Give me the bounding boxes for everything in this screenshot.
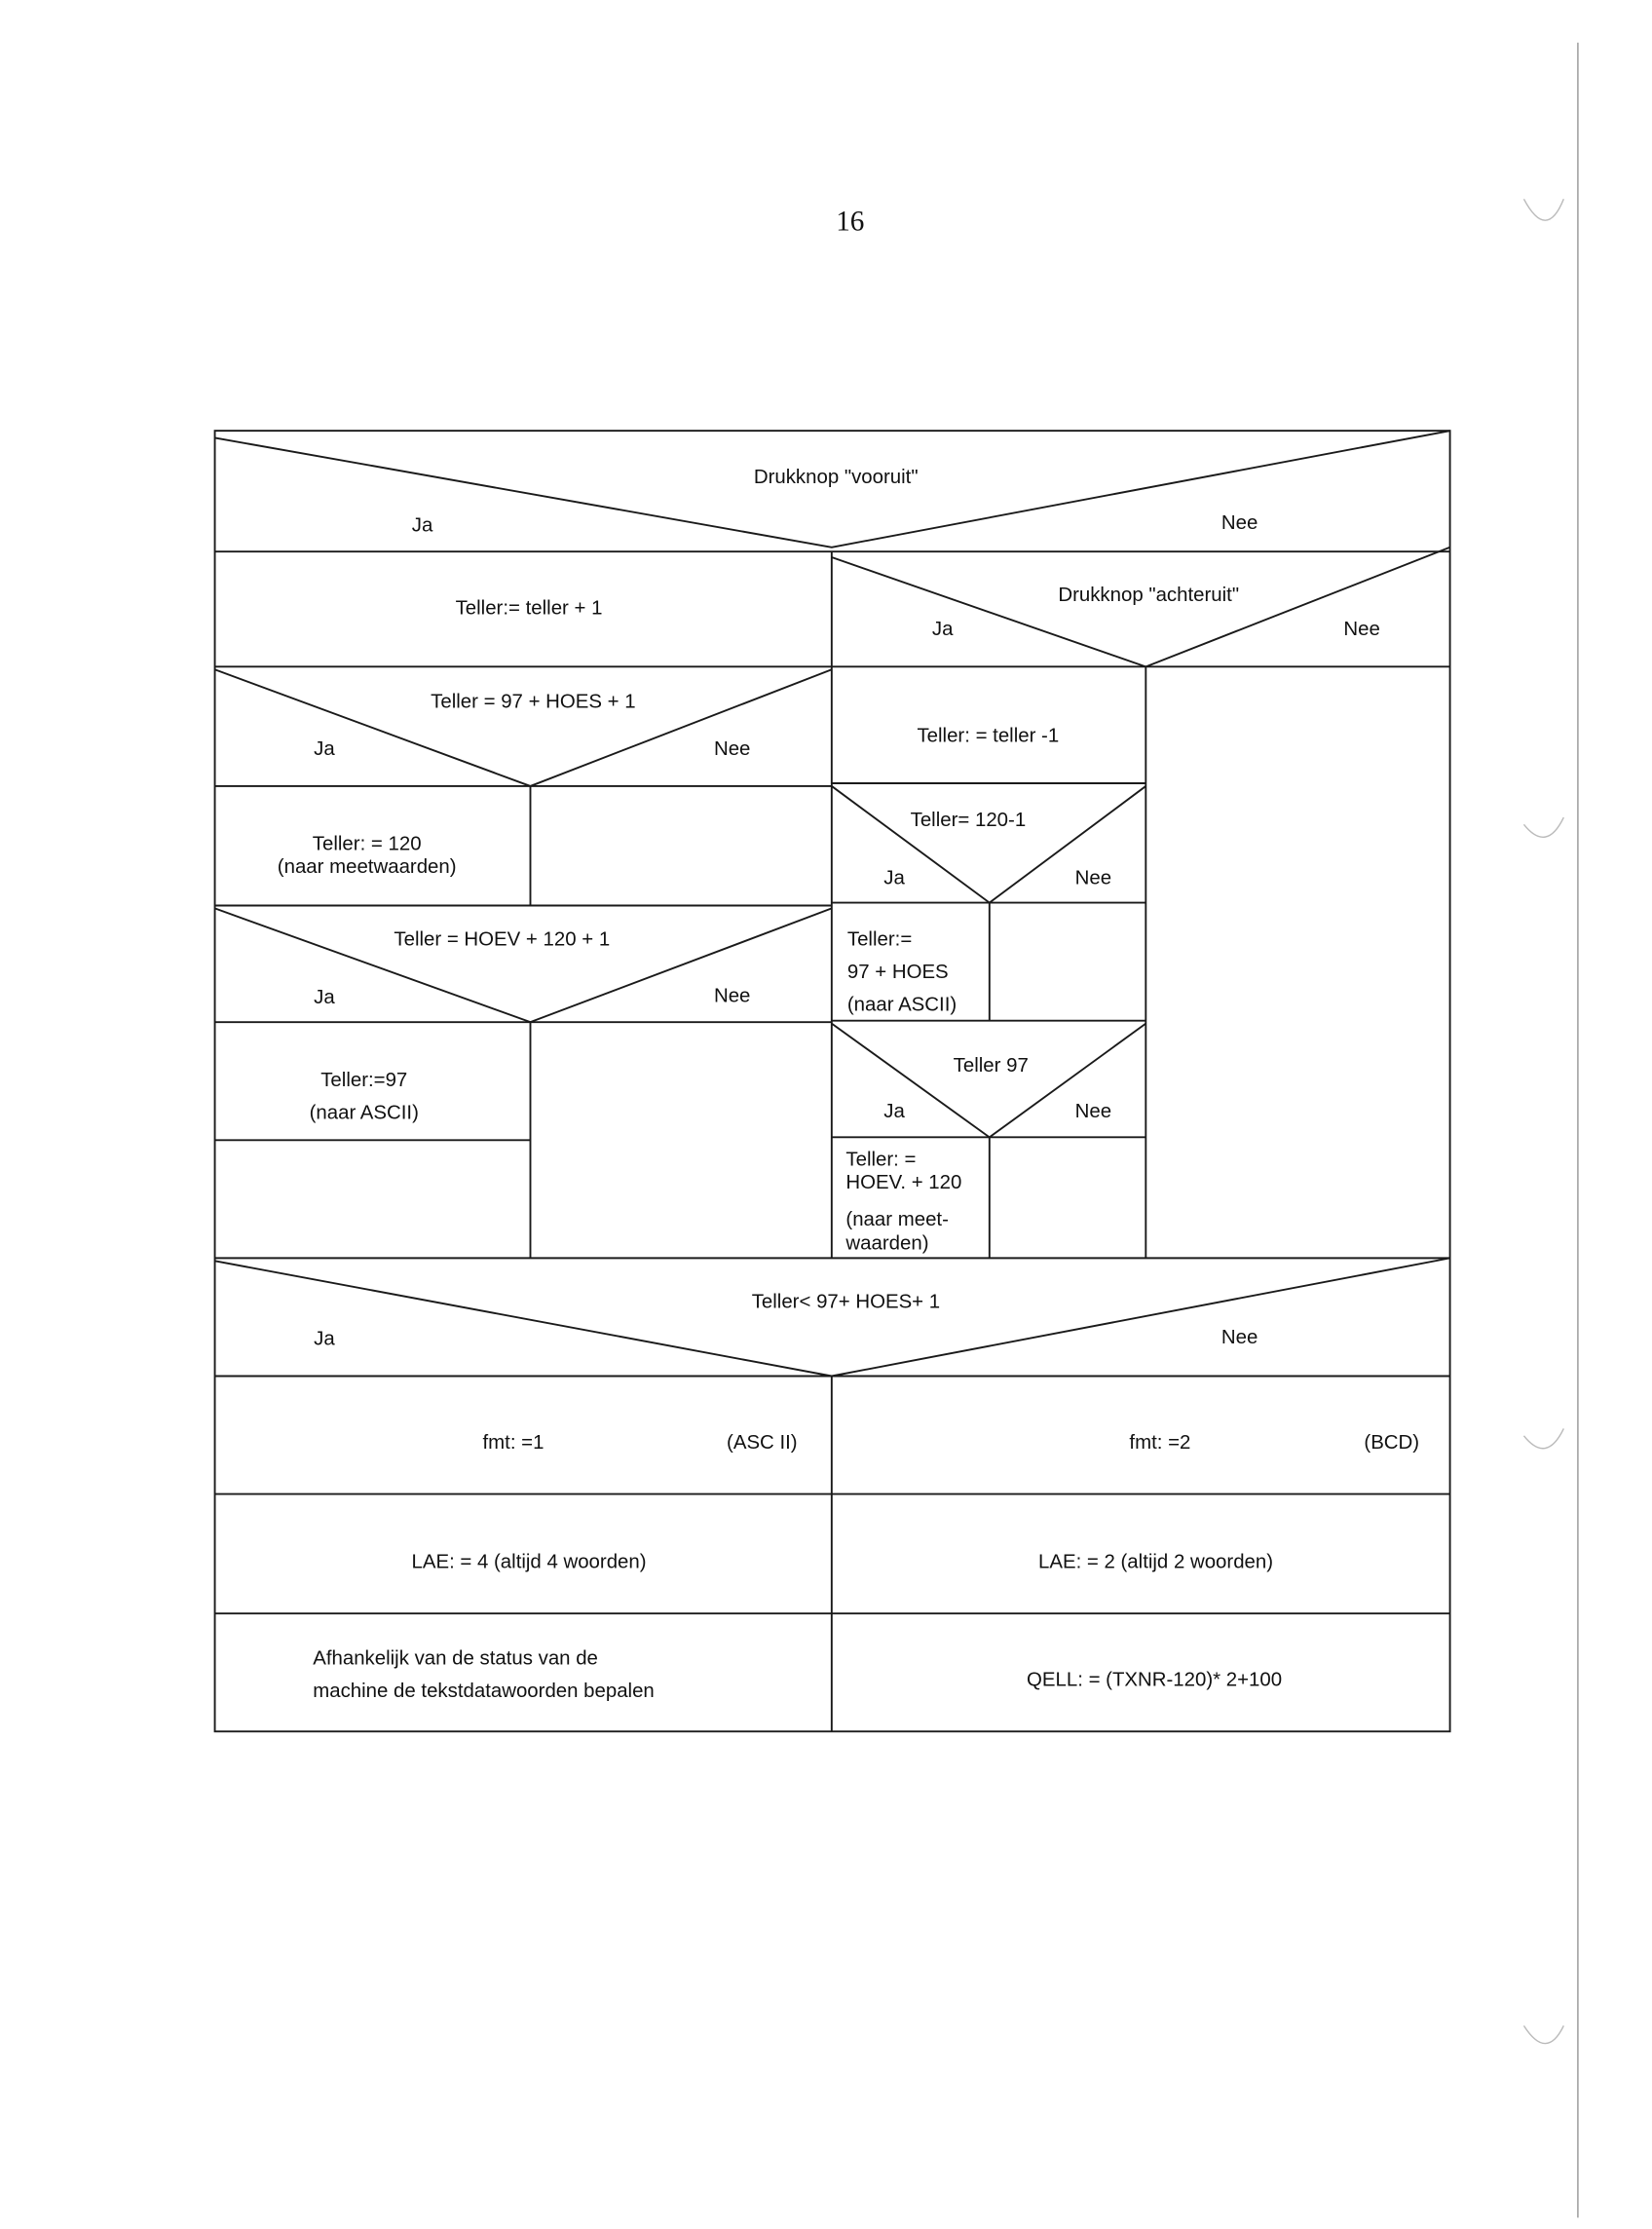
no-label: Nee bbox=[714, 738, 750, 760]
note-text: (BCD) bbox=[1364, 1432, 1419, 1454]
punch-hole-mark bbox=[1522, 1428, 1564, 1450]
note-text: (ASC II) bbox=[727, 1432, 798, 1454]
yes-label: Ja bbox=[412, 515, 433, 537]
action-text: (naar meet- bbox=[845, 1209, 948, 1230]
condition-text: Drukknop "achteruit" bbox=[1058, 585, 1239, 606]
yes-label: Ja bbox=[314, 738, 335, 760]
action-text: Teller: = 120 bbox=[313, 834, 422, 855]
decision-teller-lt bbox=[214, 1257, 1450, 1378]
condition-text: Teller 97 bbox=[954, 1055, 1029, 1077]
action-text: (naar ASCII) bbox=[310, 1102, 419, 1123]
no-label: Nee bbox=[714, 986, 750, 1007]
decision-achteruit bbox=[831, 546, 1450, 668]
condition-text: Teller = HOEV + 120 + 1 bbox=[394, 928, 610, 950]
yes-label: Ja bbox=[314, 1328, 335, 1349]
action-text: Teller: = teller -1 bbox=[917, 726, 1059, 747]
punch-hole-mark bbox=[1522, 816, 1564, 839]
decision-teller-97 bbox=[831, 1022, 1146, 1139]
action-text: machine de tekstdatawoorden bepalen bbox=[313, 1681, 655, 1702]
action-text: fmt: =2 bbox=[1129, 1432, 1190, 1454]
action-text: LAE: = 4 (altijd 4 woorden) bbox=[412, 1551, 647, 1572]
action-text: waarden) bbox=[845, 1233, 928, 1255]
condition-text: Teller< 97+ HOES+ 1 bbox=[752, 1291, 940, 1312]
yes-label: Ja bbox=[314, 987, 335, 1008]
structogram bbox=[213, 430, 1451, 1733]
condition-text: Drukknop "vooruit" bbox=[754, 467, 919, 488]
action-text: HOEV. + 120 bbox=[845, 1172, 961, 1193]
action-text: QELL: = (TXNR-120)* 2+100 bbox=[1027, 1670, 1282, 1691]
punch-hole-mark bbox=[1522, 2024, 1564, 2045]
action-text: (naar ASCII) bbox=[847, 994, 957, 1015]
decision-teller-120-1 bbox=[831, 785, 1146, 904]
yes-label: Ja bbox=[883, 1101, 905, 1122]
no-label: Nee bbox=[1343, 619, 1379, 640]
yes-label: Ja bbox=[883, 868, 905, 889]
yes-label: Ja bbox=[932, 619, 954, 640]
decision-vooruit bbox=[214, 430, 1450, 548]
no-label: Nee bbox=[1221, 1327, 1258, 1348]
no-label: Nee bbox=[1075, 868, 1111, 889]
condition-text: Teller= 120-1 bbox=[911, 810, 1027, 831]
action-text: fmt: =1 bbox=[483, 1432, 544, 1454]
action-text: LAE: = 2 (altijd 2 woorden) bbox=[1038, 1551, 1273, 1572]
action-text: Teller:=97 bbox=[320, 1070, 407, 1091]
action-text: Teller:= teller + 1 bbox=[456, 597, 603, 619]
no-label: Nee bbox=[1075, 1101, 1111, 1122]
action-text: Teller:= bbox=[847, 928, 912, 950]
decision-teller-97-hoes bbox=[214, 668, 833, 787]
punch-hole-mark bbox=[1522, 198, 1564, 221]
condition-text: Teller = 97 + HOES + 1 bbox=[431, 692, 635, 713]
action-text: Teller: = bbox=[845, 1150, 916, 1171]
action-text: Afhankelijk van de status van de bbox=[313, 1648, 598, 1670]
action-text: 97 + HOES bbox=[847, 962, 949, 983]
action-text: (naar meetwaarden) bbox=[278, 856, 457, 878]
no-label: Nee bbox=[1221, 512, 1258, 534]
decision-teller-hoev bbox=[214, 907, 833, 1024]
page-number: 16 bbox=[836, 206, 864, 237]
